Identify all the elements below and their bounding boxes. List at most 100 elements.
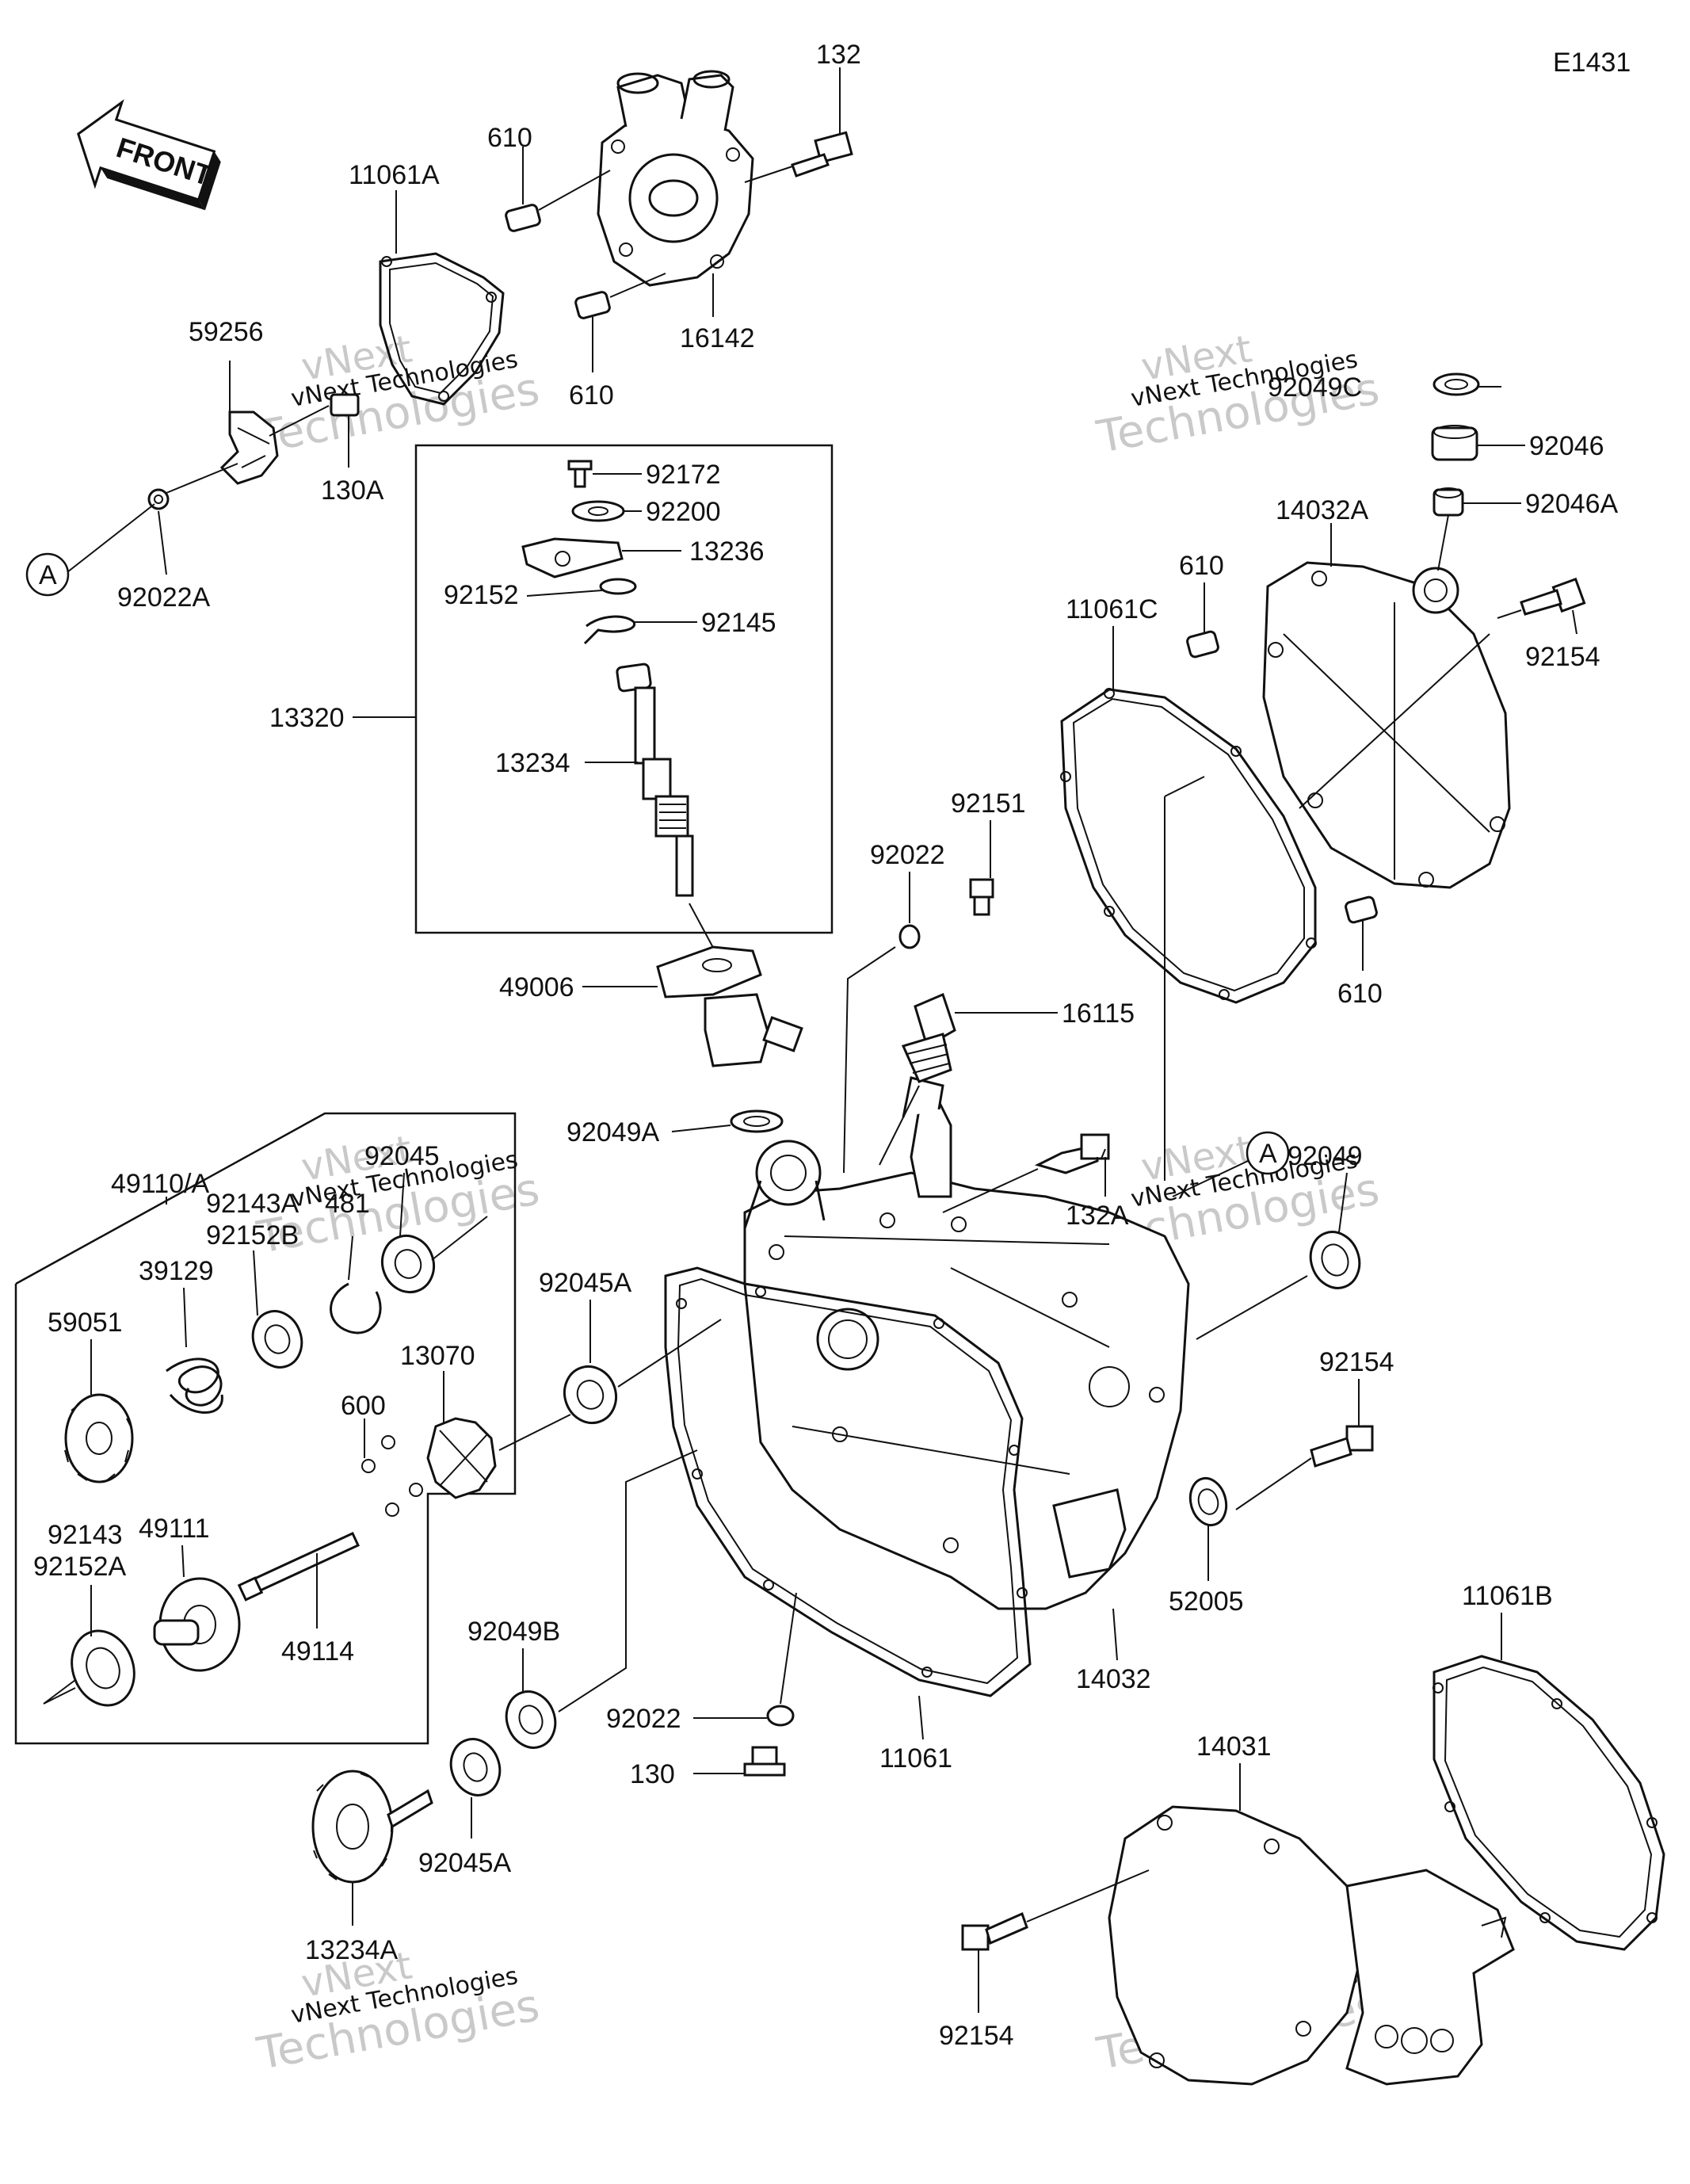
label-92049B: 92049B	[467, 1617, 560, 1647]
part-92152B-washer	[251, 1250, 303, 1369]
part-49111-shaft	[153, 1544, 241, 1672]
part-11061A-gasket	[379, 190, 505, 406]
part-92049C-seal	[1432, 372, 1501, 396]
part-14032-cover	[743, 1076, 1190, 1610]
label-600: 600	[341, 1391, 386, 1421]
watermark: vNext vNext Technologies Technologies	[253, 326, 544, 464]
label-92049C: 92049C	[1268, 372, 1362, 403]
part-11061-gasket	[664, 1266, 1032, 1740]
label-92049A: 92049A	[567, 1117, 660, 1147]
svg-text:A: A	[39, 560, 57, 590]
part-92049A-oil-seal	[671, 1109, 784, 1133]
label-52005: 52005	[1169, 1586, 1244, 1617]
label-481: 481	[325, 1189, 370, 1219]
part-610-dowel-r1	[1186, 582, 1219, 659]
label-13236: 13236	[689, 536, 765, 567]
label-610-r2: 610	[1337, 979, 1383, 1009]
part-130-bolt	[693, 1746, 786, 1777]
label-92143A: 92143A	[206, 1189, 299, 1219]
part-92045-bearing-top	[381, 1172, 488, 1294]
label-49110A: 49110/A	[111, 1169, 209, 1199]
part-92022A-washer	[67, 463, 238, 575]
part-610-dowel-r2	[1345, 895, 1378, 971]
diagram-code: E1431	[1553, 48, 1631, 78]
label-39129: 39129	[139, 1256, 214, 1286]
part-39129-spring	[166, 1287, 223, 1414]
label-13234: 13234	[495, 748, 570, 778]
label-59051: 59051	[48, 1308, 123, 1338]
part-92154-bolt-bot	[961, 1869, 1150, 2013]
part-600-balls	[361, 1418, 423, 1517]
part-13236-lever	[521, 537, 681, 578]
label-16142: 16142	[680, 323, 755, 353]
label-610-top: 610	[487, 123, 532, 153]
part-49006-holder	[582, 903, 803, 1067]
label-130A: 130A	[321, 475, 384, 506]
part-92154-bolt-right	[1497, 577, 1586, 635]
part-92151-bolt	[969, 820, 994, 916]
part-52005-pin	[1188, 1476, 1228, 1581]
part-610-dowel	[574, 273, 666, 372]
label-92145: 92145	[701, 608, 776, 638]
part-13070-impeller	[426, 1371, 571, 1499]
part-11061C-gasket	[1060, 626, 1317, 1181]
label-92151: 92151	[951, 788, 1026, 819]
part-92152-washer	[526, 578, 637, 597]
label-132: 132	[816, 40, 861, 70]
label-92152A: 92152A	[33, 1552, 127, 1582]
label-92049: 92049	[1288, 1141, 1363, 1171]
label-92022A: 92022A	[117, 582, 211, 613]
label-49114: 49114	[281, 1636, 354, 1667]
assembly-box-49110A	[14, 1112, 517, 1745]
label-13234A: 13234A	[305, 1935, 399, 1965]
label-92152B: 92152B	[206, 1220, 299, 1250]
part-92022-washer-top	[843, 872, 921, 1174]
label-92172: 92172	[646, 460, 721, 490]
label-13070: 13070	[400, 1341, 475, 1371]
label-92045-top: 92045	[364, 1141, 440, 1171]
part-92045A-bearing-bot	[449, 1738, 502, 1838]
front-arrow-icon: FRONT	[77, 99, 221, 211]
part-92154-bolt-mid	[1235, 1379, 1374, 1510]
part-14031-cover	[1108, 1763, 1515, 2086]
ref-marker-a: A	[1172, 1131, 1290, 1197]
part-13234A-gear	[311, 1770, 433, 1926]
part-130A-nut	[269, 393, 360, 468]
part-49114-shaft	[237, 1532, 360, 1628]
label-92154-mid: 92154	[1319, 1347, 1394, 1377]
part-13234-shaft	[585, 662, 694, 897]
label-11061C: 11061C	[1066, 594, 1158, 624]
label-92022-bot: 92022	[606, 1704, 681, 1734]
part-132-bolt	[744, 67, 853, 183]
part-92049B-seal	[505, 1449, 698, 1749]
part-92200-washer	[571, 500, 642, 522]
label-92045A-bot: 92045A	[418, 1848, 512, 1878]
label-49006: 49006	[499, 972, 574, 1002]
label-132A: 132A	[1066, 1201, 1129, 1231]
part-481-circlip	[330, 1235, 382, 1334]
part-92145-spring	[583, 615, 697, 645]
part-610-dowel	[505, 147, 611, 232]
label-14032A: 14032A	[1276, 495, 1369, 525]
label-92046: 92046	[1529, 431, 1604, 461]
label-11061B: 11061B	[1462, 1581, 1553, 1611]
part-16115-oil-cap	[879, 992, 1058, 1166]
label-92154-right: 92154	[1525, 642, 1600, 672]
part-92046A-bearing	[1432, 487, 1521, 571]
part-92049-oil-seal	[1196, 1172, 1361, 1340]
svg-text:A: A	[1259, 1139, 1277, 1169]
part-16142-pump-cover	[597, 70, 754, 287]
part-92022-washer-bot	[693, 1592, 797, 1727]
label-610-mid: 610	[569, 380, 614, 410]
label-92200: 92200	[646, 497, 721, 527]
label-610-r1: 610	[1179, 551, 1224, 581]
label-92154-bot: 92154	[939, 2021, 1014, 2051]
label-92046A: 92046A	[1525, 489, 1619, 519]
assembly-box-13320	[414, 444, 834, 934]
part-11061B-gasket	[1432, 1613, 1665, 1951]
label-92022-top: 92022	[870, 840, 945, 870]
ref-marker-a: A	[25, 552, 70, 597]
part-92172-screw	[567, 460, 642, 488]
label-11061A: 11061A	[349, 160, 440, 190]
part-14032A-cover	[1262, 523, 1511, 889]
